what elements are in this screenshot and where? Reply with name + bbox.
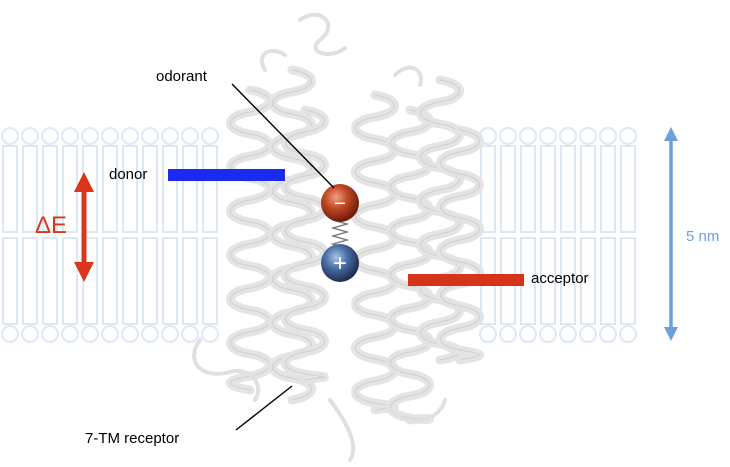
negative-charge-sphere [321, 184, 359, 222]
acceptor-level-bar [408, 274, 524, 286]
acceptor-label: acceptor [531, 270, 589, 287]
positive-charge-sphere [321, 244, 359, 282]
receptor-protein [192, 12, 484, 462]
positive-charge-sign: + [333, 250, 347, 277]
odorant-label: odorant [156, 68, 207, 85]
negative-charge-sign: − [334, 193, 346, 215]
donor-label: donor [109, 166, 148, 183]
receptor-leader-line [235, 385, 293, 431]
receptor-label: 7-TM receptor [85, 430, 180, 447]
odorant-leader-line [231, 83, 335, 189]
delta-e-label: ΔE [35, 212, 68, 239]
lipid-bilayer [1, 127, 637, 343]
donor-level-bar [168, 169, 285, 181]
membrane-thickness-label: 5 nm [686, 228, 720, 245]
